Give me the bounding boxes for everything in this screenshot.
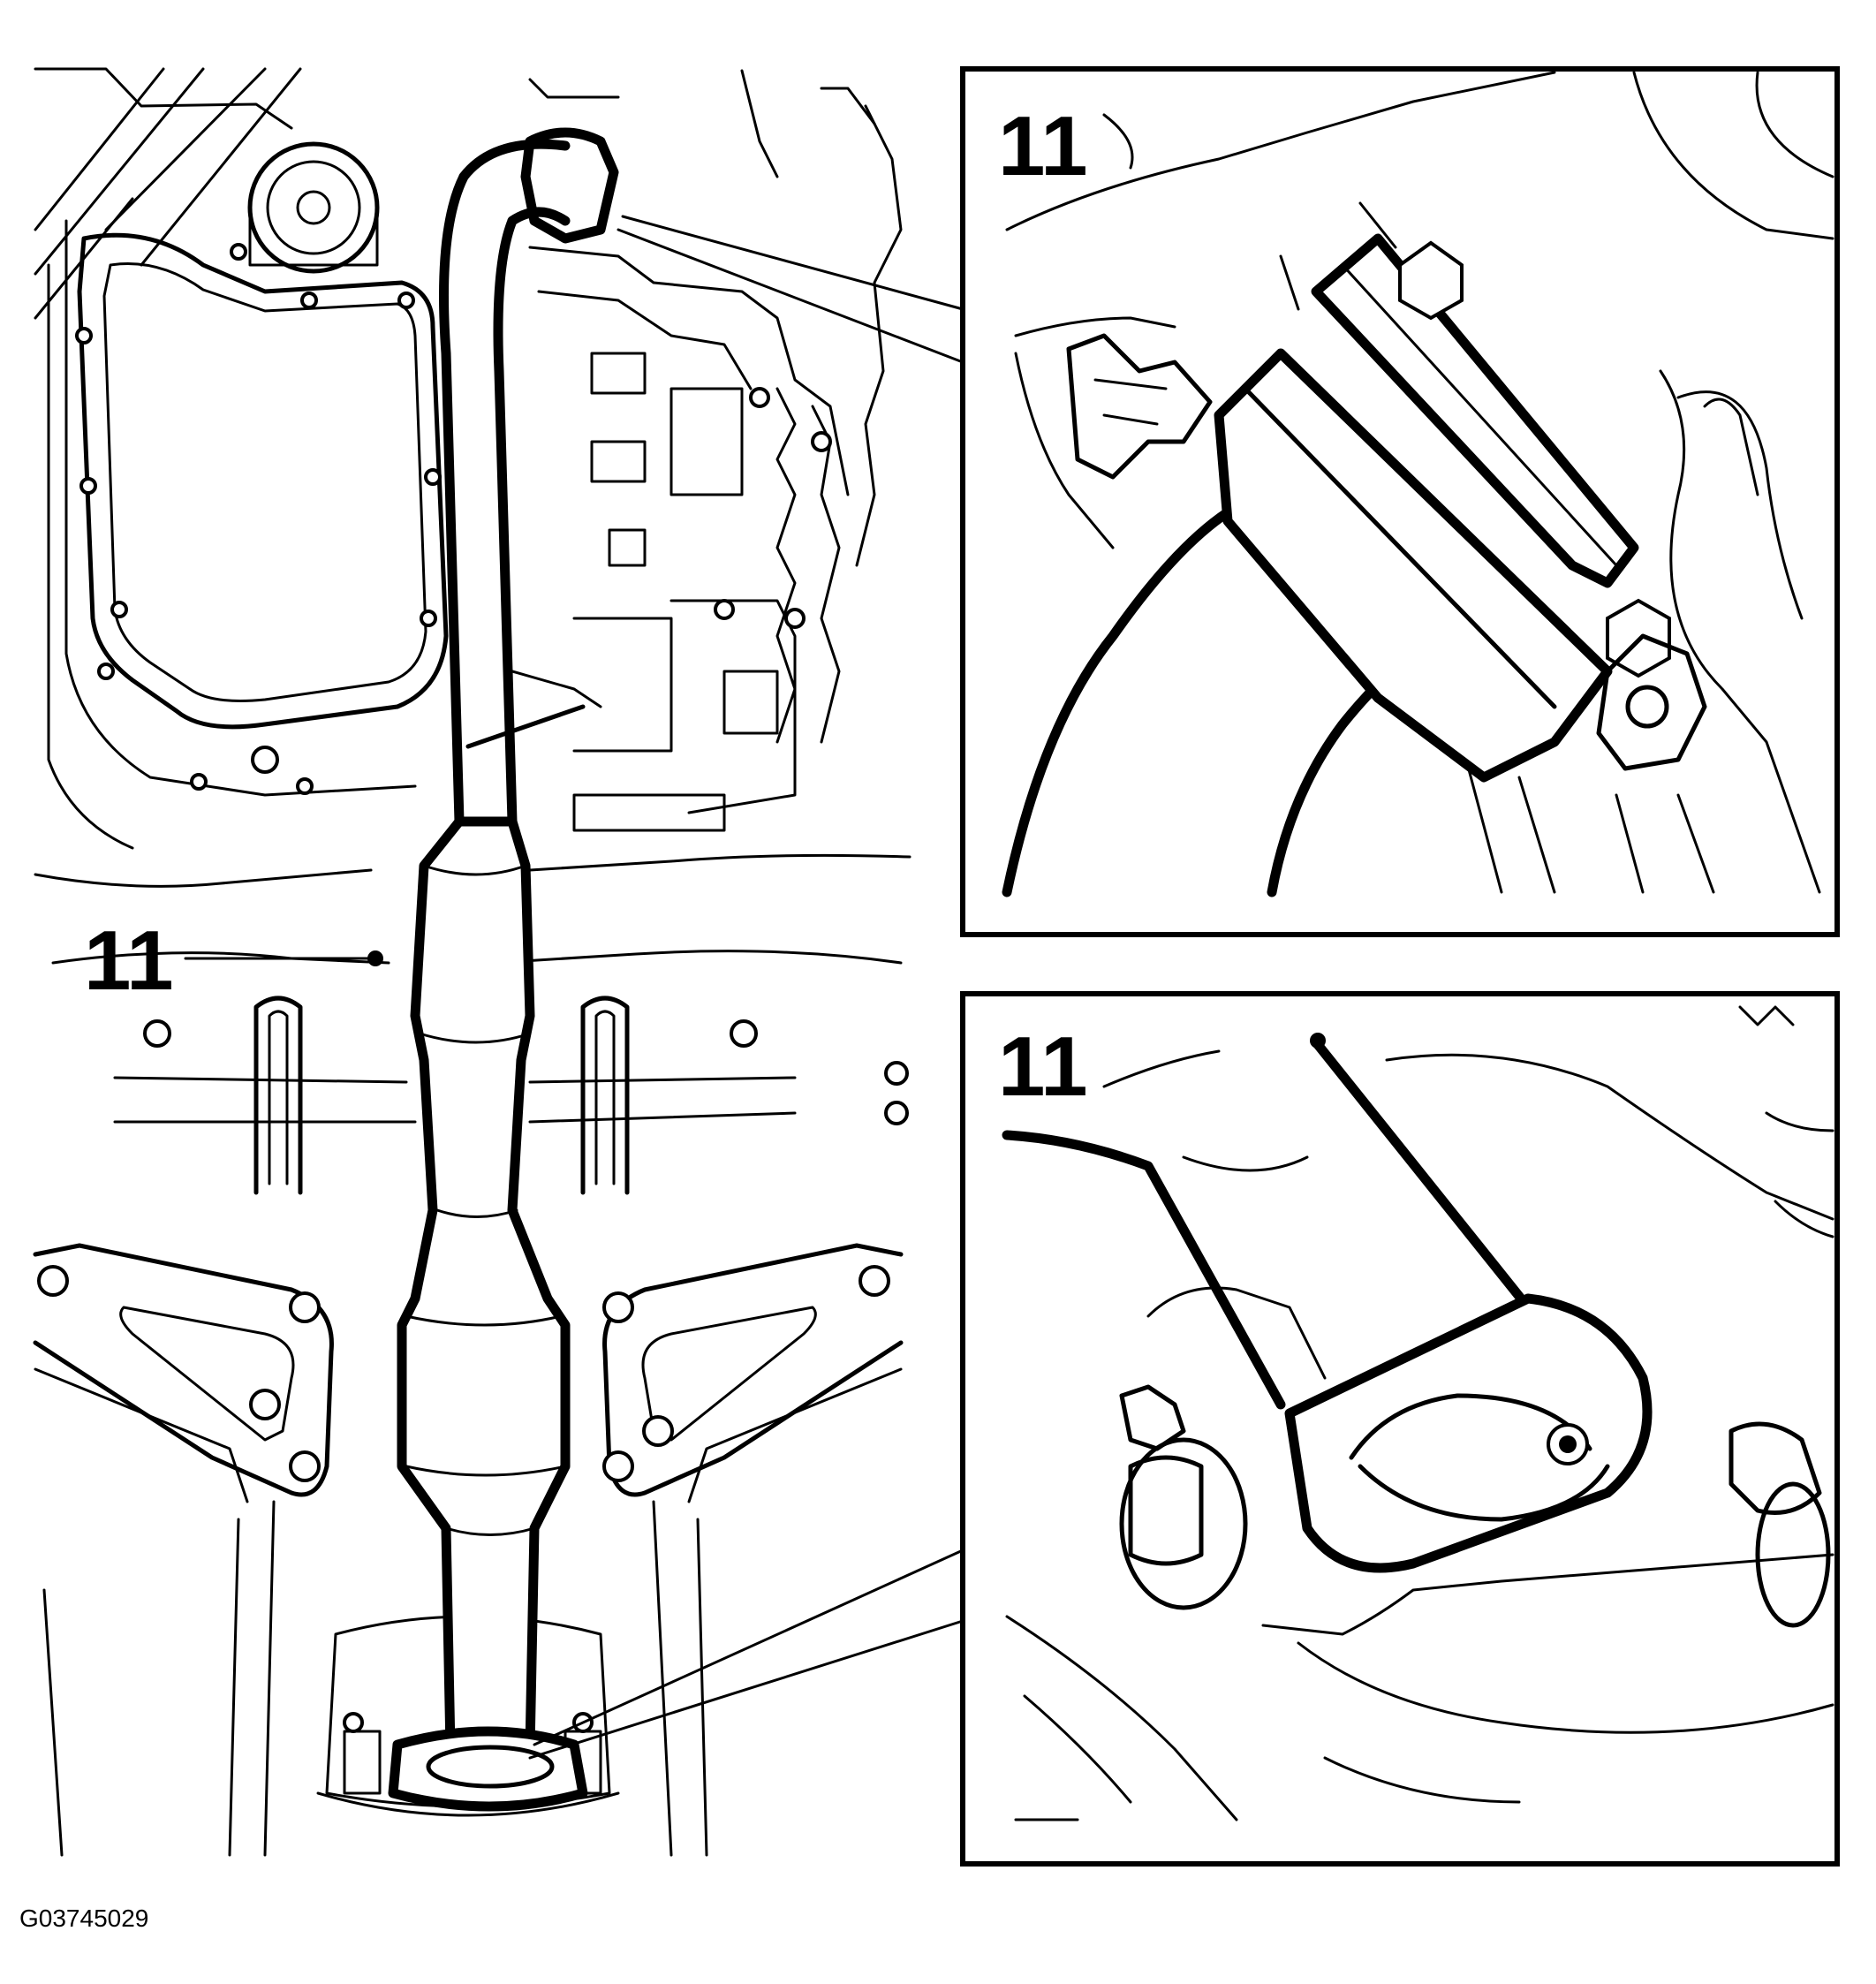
zoom-lines-bottom bbox=[528, 1549, 964, 1760]
crossmember bbox=[34, 853, 912, 1195]
detail-top-panel: 11 bbox=[960, 66, 1840, 937]
main-callout: 11 bbox=[84, 913, 173, 1008]
detail-top-callout: 11 bbox=[998, 99, 1087, 193]
main-view bbox=[33, 67, 964, 1857]
zoom-lines-top bbox=[617, 215, 964, 364]
main-leader-dot bbox=[367, 950, 383, 966]
figure-id: G03745029 bbox=[19, 1904, 149, 1932]
exhaust-pipe bbox=[388, 127, 619, 1812]
detail-top-content bbox=[1002, 71, 1834, 897]
transmission bbox=[465, 69, 903, 832]
floor-tunnel bbox=[42, 1500, 708, 1857]
detail-bottom-panel: 11 bbox=[960, 991, 1840, 1867]
oil-pan bbox=[47, 219, 449, 850]
detail-bottom-callout: 11 bbox=[998, 1019, 1087, 1114]
detail-bottom-content bbox=[1002, 1005, 1834, 1821]
subframe-brackets bbox=[33, 1243, 904, 1503]
oil-filter bbox=[247, 141, 380, 274]
chassis-struts bbox=[34, 67, 302, 320]
